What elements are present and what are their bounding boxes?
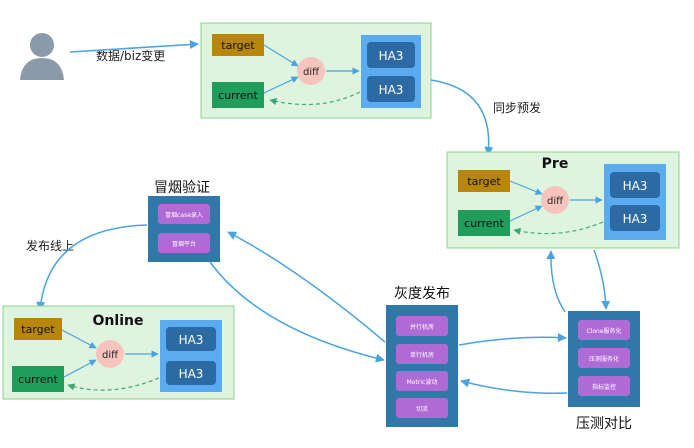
top-target-box	[212, 34, 264, 56]
stress-title: 压测对比	[576, 416, 632, 432]
gray-item-3-label: Metric波动	[407, 378, 438, 386]
smoke-item-1	[158, 204, 210, 224]
smoke-to-gray-arrow	[209, 261, 385, 363]
gray-item-1	[396, 316, 448, 336]
top-diff-circle	[297, 57, 325, 85]
gray-item-4	[396, 398, 448, 418]
online-env-panel: Online target current diff HA3 HA3	[2, 305, 235, 400]
gray-item-4-label: 切流	[416, 405, 428, 413]
online-current-label: current	[18, 373, 58, 386]
stress-item-2	[578, 348, 630, 368]
gray-to-stress-arrow	[458, 333, 567, 346]
pre-ha3-box-1	[610, 172, 660, 198]
top-diff-label: diff	[303, 67, 320, 78]
online-ha3-label-1: HA3	[179, 333, 204, 347]
online-target-label: target	[21, 323, 55, 336]
gray-title: 灰度发布	[394, 286, 450, 302]
top-current-to-diff-arrow	[263, 76, 299, 94]
online-diff-label: diff	[102, 350, 119, 361]
stress-panel: Clone服务化 压测服务化 指标监控	[568, 311, 640, 407]
smoke-title: 冒烟验证	[154, 180, 210, 196]
stress-item-1	[578, 320, 630, 340]
online-ha3-box-1	[166, 327, 216, 351]
smoke-item-2-label: 冒烟平台	[172, 240, 196, 248]
gray-item-2	[396, 344, 448, 364]
stress-item-3	[578, 376, 630, 396]
stress-item-2-label: 压测服务化	[589, 355, 619, 363]
stress-to-pre-arrow	[546, 250, 566, 313]
release-online-label: 发布线上	[26, 238, 74, 253]
online-ha3-label-2: HA3	[179, 367, 204, 381]
pre-to-stress-arrow	[593, 249, 611, 310]
top-ha3-label-2: HA3	[379, 83, 404, 97]
online-current-box	[12, 366, 64, 392]
top-env-panel: target current diff HA3 HA3	[200, 22, 432, 119]
stress-item-3-label: 指标监控	[592, 383, 616, 391]
top-ha3-box-2	[367, 76, 415, 102]
user-icon	[20, 33, 64, 80]
pre-ha3-to-current-arrow	[513, 221, 604, 235]
pre-ha3-label-1: HA3	[623, 179, 648, 193]
pre-current-label: current	[464, 217, 504, 230]
pre-ha3-label-2: HA3	[623, 212, 648, 226]
pre-target-to-diff-arrow	[509, 180, 543, 195]
pre-target-label: target	[467, 175, 501, 188]
top-current-label: current	[218, 89, 258, 102]
top-ha3-label-1: HA3	[379, 49, 404, 63]
release-online-arrow	[36, 224, 148, 311]
online-ha3-box-2	[166, 361, 216, 385]
online-target-box	[14, 318, 62, 340]
pre-title: Pre	[542, 156, 569, 172]
sync-pre-label: 同步预发	[493, 100, 541, 115]
gray-item-1-label: 并行机房	[410, 323, 434, 331]
pre-current-to-diff-arrow	[509, 205, 543, 222]
pre-target-box	[458, 170, 510, 192]
online-target-to-diff-arrow	[61, 329, 97, 349]
gray-to-smoke-arrow	[227, 231, 386, 343]
online-current-to-diff-arrow	[63, 359, 97, 378]
pre-diff-label: diff	[547, 196, 564, 207]
pre-current-box	[458, 210, 510, 236]
stress-to-gray-arrow	[460, 378, 568, 394]
user-to-top-arrow	[69, 40, 199, 53]
online-diff-circle	[96, 340, 124, 368]
gray-item-3	[396, 371, 448, 391]
smoke-item-1-label: 冒烟case录入	[165, 211, 203, 219]
online-title: Online	[93, 313, 144, 329]
user-change-label: 数据/biz变更	[96, 48, 165, 63]
top-ha3-to-current-arrow	[269, 91, 361, 106]
smoke-panel: 冒烟case录入 冒烟平台	[148, 196, 220, 262]
top-current-box	[212, 82, 264, 108]
pre-env-panel: Pre target current diff HA3 HA3	[446, 151, 680, 249]
online-ha3-to-current-arrow	[67, 377, 160, 391]
top-ha3-box-1	[367, 42, 415, 68]
smoke-item-2	[158, 233, 210, 253]
top-target-to-diff-arrow	[263, 44, 299, 67]
pre-ha3-box-2	[610, 205, 660, 231]
sync-pre-arrow	[430, 79, 494, 156]
gray-item-2-label: 单行机房	[410, 351, 434, 359]
gray-panel: 并行机房 单行机房 Metric波动 切流	[386, 305, 458, 427]
top-target-label: target	[221, 39, 255, 52]
pre-diff-circle	[541, 186, 569, 214]
stress-item-1-label: Clone服务化	[586, 327, 621, 335]
